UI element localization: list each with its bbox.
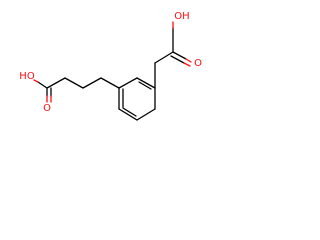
- right-oh-label: OH: [174, 11, 189, 22]
- chain-bond: [154, 51, 174, 64]
- carbonyl-bond-o: [185, 58, 192, 63]
- ring-bond: [136, 108, 156, 121]
- right-o-label: O: [194, 58, 202, 69]
- carboxyl-oh-bond-o: [33, 79, 39, 83]
- carbonyl-double-bond: [170, 55, 185, 64]
- chain-bond: [46, 77, 66, 89]
- ring-bond: [136, 77, 156, 89]
- carboxyl-oh-bond: [37, 81, 48, 89]
- structure-canvas: OH O HO O: [0, 0, 216, 153]
- chemical-structure-diagram: OH O HO O: [19, 11, 202, 121]
- carbonyl-double-bond-o: [183, 62, 191, 67]
- chain-bond: [64, 77, 84, 89]
- carbonyl-bond: [172, 51, 187, 60]
- ring-bond: [118, 77, 138, 89]
- left-o-label: O: [43, 103, 51, 114]
- chain-bond: [82, 77, 102, 89]
- ring-double-bond: [122, 107, 137, 117]
- ring-bond: [118, 108, 138, 121]
- chain-bond: [100, 77, 120, 89]
- ring-double-bond: [138, 81, 152, 90]
- benzene-ring: [118, 77, 156, 121]
- left-ho-label: HO: [19, 71, 35, 82]
- butanoic-acid-chain: HO O: [19, 71, 120, 114]
- acetic-acid-group: OH O: [154, 11, 202, 89]
